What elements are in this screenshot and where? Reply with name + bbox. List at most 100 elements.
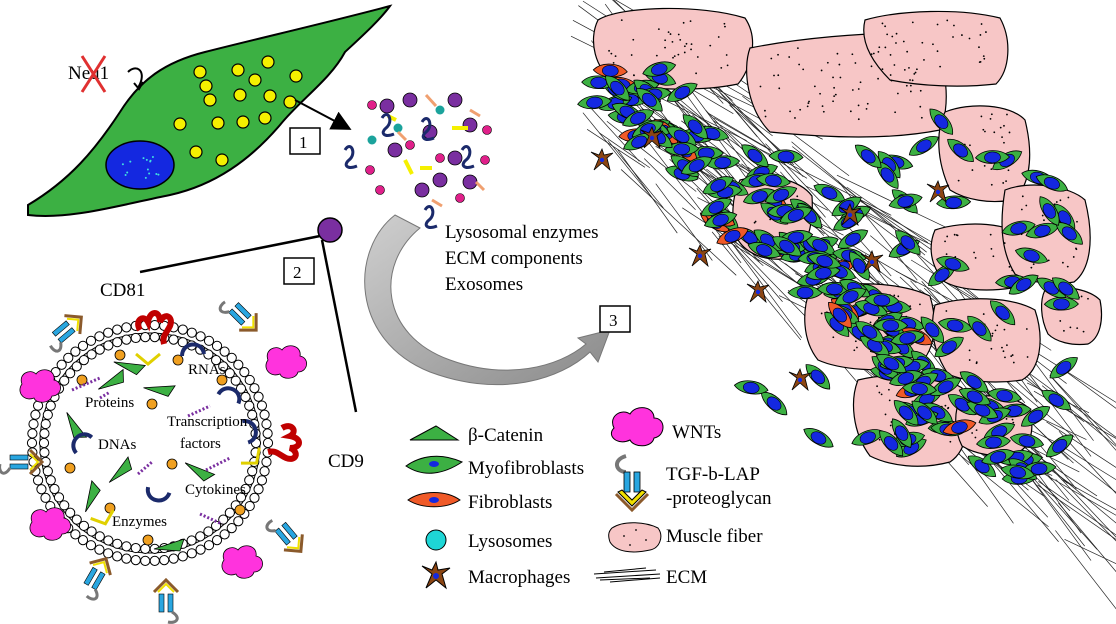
myofibroblast-icon — [1001, 220, 1036, 236]
cd81-tetraspanin-icon — [135, 310, 174, 345]
tgf-receptor-icon — [0, 448, 45, 476]
myofibroblast-icon — [755, 173, 791, 188]
myofibroblast-icon — [889, 370, 923, 386]
lysosome-dot-icon — [233, 88, 247, 102]
vesicle-icon — [462, 174, 478, 190]
tgf-receptor-icon — [49, 314, 83, 353]
protein-icon — [187, 404, 211, 418]
myofibroblast-icon — [772, 236, 802, 257]
lysosome-dot-icon — [263, 89, 277, 103]
vesicle-icon — [387, 142, 403, 158]
lysosome-dot-icon — [189, 145, 203, 159]
myofibroblast-icon — [1055, 222, 1083, 245]
enzyme-dot-icon — [375, 185, 385, 195]
exosome-cargo-labels: RNAs Proteins Transcription factors DNAs… — [85, 362, 248, 530]
myofibroblast-icon — [804, 236, 836, 255]
myofibroblast-icon — [1009, 433, 1045, 449]
tgf-receptor-icon — [83, 556, 112, 601]
beta-catenin-icon — [85, 480, 101, 513]
myofibroblast-icon — [636, 88, 663, 112]
myofibroblast-icon — [854, 144, 882, 168]
myofibroblast-icon — [1020, 406, 1051, 427]
myofibroblast-icon — [929, 108, 953, 135]
protein-icon — [199, 512, 223, 526]
secreted-item: Exosomes — [445, 274, 523, 295]
cd81-label: CD81 — [100, 280, 145, 301]
svg-text:Myofibroblasts: Myofibroblasts — [468, 458, 584, 479]
lysosome-icon — [425, 529, 447, 551]
myofibroblast-icon — [911, 400, 938, 425]
myofibroblast-icon — [807, 253, 842, 269]
beta-catenin-icon — [108, 456, 133, 483]
rna-strand-icon — [343, 145, 358, 169]
macrophage-icon — [746, 279, 770, 304]
myofibroblast-icon — [666, 82, 698, 102]
secretion-arrow — [294, 99, 352, 130]
myofibroblast-icon — [1000, 464, 1035, 480]
myofibroblast-icon — [891, 418, 912, 449]
protein-icon — [99, 390, 111, 400]
cargo-label: Enzymes — [112, 514, 167, 530]
lysosome-dot-icon — [289, 69, 303, 83]
secreted-content-cluster — [343, 92, 492, 229]
step-2-box: 2 — [283, 257, 315, 285]
nucleic-acid-icon — [180, 342, 206, 357]
svg-text:2: 2 — [293, 263, 302, 282]
myofibroblast-icon — [855, 321, 885, 343]
myofibroblast-icon — [864, 293, 900, 307]
myofibroblast-icon — [975, 435, 1011, 449]
vesicle-icon — [402, 92, 418, 108]
myofibroblast-icon — [876, 354, 907, 373]
myofibroblast-icon — [928, 264, 957, 286]
transition-arrow-icon — [364, 214, 611, 386]
cargo-label: RNAs — [188, 362, 226, 378]
macrophage-icon — [788, 367, 812, 392]
svg-text:Fibroblasts: Fibroblasts — [468, 492, 552, 513]
myofibroblast-icon — [733, 380, 769, 395]
macrophage-icon — [838, 202, 862, 227]
tgf-receptor-icon — [152, 577, 180, 624]
svg-text:3: 3 — [609, 311, 618, 330]
beta-catenin-icon — [143, 385, 176, 397]
myofibroblast-icon — [605, 75, 630, 101]
myofibroblast-icon — [890, 330, 925, 346]
vesicle-icon — [447, 150, 463, 166]
cd9-tetraspanin-icon — [267, 423, 302, 462]
myofibroblast-icon — [851, 429, 885, 446]
myofibroblast-icon — [895, 230, 921, 255]
cytokine-dot-icon — [216, 374, 228, 386]
protein-icon — [205, 456, 231, 472]
cargo-label: factors — [180, 436, 221, 452]
legend: β-Catenin Myofibroblasts Fibroblasts Lys… — [405, 407, 772, 590]
myofibroblast-icon — [974, 150, 1011, 164]
myofibroblast-cell — [27, 4, 393, 217]
myofibroblast-icon — [834, 287, 867, 306]
legend-item-muscle-fiber: Muscle fiber — [608, 522, 763, 553]
legend-item-beta-catenin: β-Catenin — [409, 425, 544, 446]
svg-text:Macrophages: Macrophages — [468, 567, 570, 588]
cytokine-dot-icon — [76, 374, 88, 386]
beta-catenin-icon — [153, 538, 185, 552]
legend-item-wnts: WNTs — [610, 407, 721, 447]
enzyme-dot-icon — [480, 155, 490, 165]
beta-catenin-icon — [98, 368, 124, 390]
enzyme-dot-icon — [367, 100, 377, 110]
beta-catenin-icon — [184, 462, 216, 482]
myofibroblast-icon — [1041, 390, 1072, 410]
fibroblast-icon — [592, 63, 628, 78]
myofibroblast-icon — [934, 336, 964, 358]
myofibroblast-icon — [806, 265, 841, 281]
ecm-icon — [593, 567, 661, 583]
nucleic-acid-icon — [145, 486, 172, 503]
macrophage-icon — [860, 249, 884, 274]
enzyme-icon — [240, 447, 261, 465]
myofibroblast-icon — [779, 206, 813, 224]
myofibroblast-icon — [622, 109, 655, 127]
cytokine-dot-icon — [146, 398, 158, 410]
macrophage-icon — [421, 560, 451, 590]
legend-item-ecm: ECM — [593, 567, 707, 588]
nucleic-acid-icon — [242, 419, 258, 445]
curved-arrow-icon — [127, 67, 143, 89]
myofibroblast-icon — [990, 300, 1016, 326]
protein-icon — [137, 460, 153, 476]
